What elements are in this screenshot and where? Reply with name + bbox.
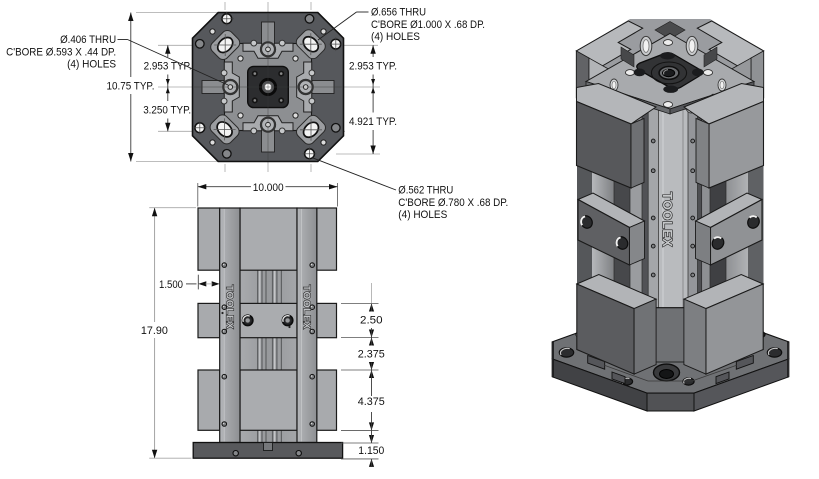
svg-text:(4) HOLES: (4) HOLES [67, 59, 116, 71]
svg-text:2.953 TYP.: 2.953 TYP. [349, 60, 397, 72]
svg-text:17.90: 17.90 [141, 325, 168, 337]
svg-text:Ø.406 THRU: Ø.406 THRU [60, 34, 116, 46]
svg-text:3.250 TYP.: 3.250 TYP. [143, 105, 191, 117]
svg-text:C'BORE Ø1.000 X .68 DP.: C'BORE Ø1.000 X .68 DP. [371, 19, 485, 31]
svg-text:4.375: 4.375 [358, 396, 385, 408]
svg-text:1.150: 1.150 [358, 445, 384, 457]
svg-text:4.921 TYP.: 4.921 TYP. [349, 116, 397, 128]
svg-text:Ø.656 THRU: Ø.656 THRU [371, 7, 426, 19]
svg-text:TOOLEX: TOOLEX [224, 285, 235, 330]
svg-text:(4) HOLES: (4) HOLES [371, 31, 420, 43]
svg-text:TOOLEX: TOOLEX [301, 285, 312, 330]
svg-text:TOOLEX: TOOLEX [660, 192, 674, 247]
svg-text:10.75 TYP.: 10.75 TYP. [107, 80, 155, 92]
svg-text:2.375: 2.375 [358, 349, 385, 361]
svg-text:1.500: 1.500 [159, 279, 183, 291]
svg-text:C'BORE Ø.593 X .44 DP.: C'BORE Ø.593 X .44 DP. [6, 47, 116, 59]
svg-text:10.000: 10.000 [253, 182, 284, 194]
svg-text:Ø.562 THRU: Ø.562 THRU [398, 185, 453, 197]
svg-text:(4) HOLES: (4) HOLES [398, 209, 447, 221]
svg-text:C'BORE Ø.780 X .68 DP.: C'BORE Ø.780 X .68 DP. [398, 197, 508, 209]
svg-text:2.953 TYP.: 2.953 TYP. [144, 60, 192, 72]
svg-text:2.50: 2.50 [360, 315, 383, 327]
